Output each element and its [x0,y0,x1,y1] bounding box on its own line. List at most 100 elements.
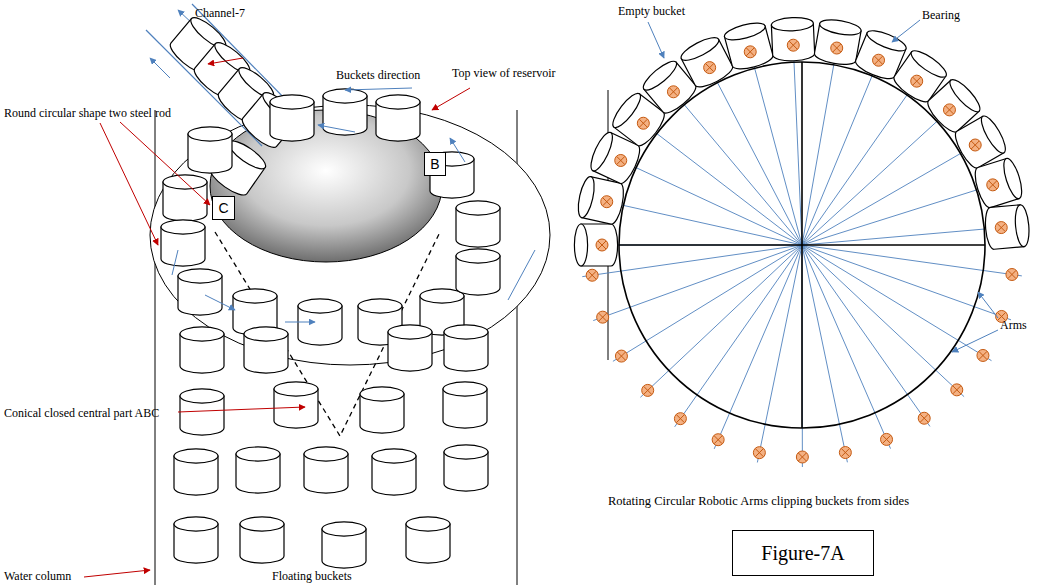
bearing [951,384,963,396]
arm [802,110,949,245]
bucket [972,157,1026,210]
bucket [813,17,862,67]
bearing [911,75,923,87]
leader-arrow [978,292,998,318]
arm [802,48,837,245]
bucket-rim [188,127,232,141]
rotating-circle [619,62,985,428]
bearing [637,117,649,129]
arm [607,202,802,245]
arm [793,45,802,245]
bucket-rim [1000,157,1025,201]
bearing [704,62,716,74]
bucket [406,517,450,563]
bearing [1006,269,1018,281]
bucket [372,449,416,495]
bearing [586,269,598,281]
arm-group [582,45,1022,467]
bucket-rim [376,95,420,109]
bearing [796,451,808,463]
bucket-rim [587,130,617,174]
bucket [274,382,318,428]
bucket-rim [574,224,587,266]
bucket-rim [161,220,205,234]
bucket-rim [358,299,402,313]
bearing [881,433,893,445]
part-label: Round circular shape two steel rod [4,106,171,120]
bucket [444,445,488,491]
bucket-rim [372,449,416,463]
direction-arrow [172,250,178,275]
bucket [360,387,404,433]
arm [673,92,802,245]
leader-arrow [432,88,470,110]
bucket-rim [444,445,488,459]
conical-part [215,232,440,436]
bucket [304,447,348,493]
bearing [667,86,679,98]
leader-arrow [648,22,664,58]
bucket [323,89,367,135]
bucket [771,17,815,62]
bucket-rim [180,389,224,403]
bucket [322,522,366,568]
bucket-rim [443,382,487,396]
leader-arrow [952,330,998,352]
bucket [723,20,775,73]
bearing [839,447,851,459]
bearing [995,222,1007,234]
node-text: B [430,156,439,172]
part-label: Floating buckets [272,569,352,583]
arm [621,160,802,245]
bucket-rim [174,517,218,531]
arm [593,245,802,321]
water-column-wall [155,110,156,585]
bucket-rim [444,325,488,339]
bucket [161,220,205,266]
bucket [456,249,500,295]
bucket [236,447,280,493]
part-label: Top view of reservoir [452,66,555,80]
bucket [240,517,284,563]
bucket [376,95,420,141]
bucket-rim [322,522,366,536]
bucket-rim [865,27,909,55]
leader-arrow [100,123,158,245]
bucket-rim [456,201,500,215]
direction-arrow [205,295,235,310]
leader-arrow [208,58,243,64]
bearing [987,179,999,191]
bucket-rim [180,327,224,341]
bucket-rim [240,517,284,531]
arm [643,123,802,245]
bearing [601,196,613,208]
bucket [174,449,218,495]
arm [802,245,891,449]
part-label: Empty bucket [618,4,685,18]
bucket [178,269,222,315]
bucket-rim [360,387,404,401]
bearing [831,42,843,54]
bearing [642,384,654,396]
leader-arrow [345,88,412,90]
arm [802,245,991,361]
bucket-rim [323,89,367,103]
bucket-group [574,17,1030,463]
bearing [943,104,955,116]
direction-arrow [318,125,355,132]
bucket-rim [456,249,500,263]
direction-arrow [285,322,315,323]
arm [802,245,964,397]
part-label: Bearing [922,8,960,22]
arm [802,185,993,245]
arm [802,245,847,462]
bucket [456,201,500,247]
arm [802,145,975,245]
arm [802,245,1022,276]
figure-caption: Rotating Circular Robotic Arms clipping … [608,494,909,508]
point-box: C [212,196,235,220]
part-label: Conical closed central part ABC [4,406,159,420]
arm [640,245,802,397]
bearing [597,311,609,323]
